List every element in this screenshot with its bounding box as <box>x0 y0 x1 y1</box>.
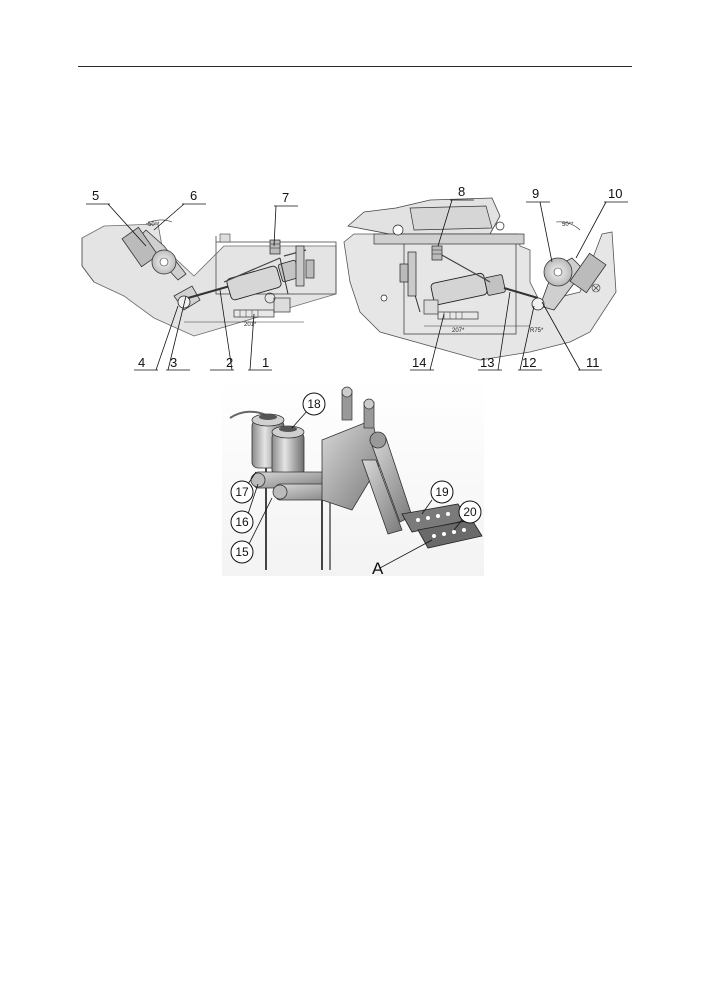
right-pedal-drawing: 50°* 207* R75* 8 9 10 14 13 12 11 <box>343 184 628 371</box>
pedal-arms <box>361 431 413 535</box>
bolt-group-upper <box>399 245 443 297</box>
circled-callout-19: 19 <box>430 480 454 504</box>
callout-15: 15 <box>235 545 249 559</box>
master-cylinder <box>430 272 506 306</box>
callout-3: 3 <box>170 355 177 370</box>
callout-17: 17 <box>235 485 249 499</box>
callout-5: 5 <box>92 188 99 203</box>
dimension-label: 201* <box>244 322 257 328</box>
callout-7: 7 <box>282 190 289 205</box>
callout-19: 19 <box>435 485 449 499</box>
callout-12: 12 <box>522 355 536 370</box>
callout-9: 9 <box>532 186 539 201</box>
callout-4: 4 <box>138 355 145 370</box>
reservoir-right <box>271 425 305 477</box>
pedal-pad-19 <box>401 503 469 533</box>
callout-10: 10 <box>608 186 622 201</box>
angle-label: 50°* <box>148 222 160 228</box>
circled-callout-20: 20 <box>458 500 482 524</box>
angle-label: 50°* <box>562 222 574 228</box>
pedal-assembly-photo: 18 17 16 15 19 20 A <box>222 380 484 576</box>
leader-lines <box>86 203 298 371</box>
callout-2: 2 <box>226 355 233 370</box>
callout-16: 16 <box>235 515 249 529</box>
callout-11: 11 <box>586 355 600 370</box>
left-pedal-drawing: 50°* 201* 5 6 7 4 3 2 1 <box>81 188 337 371</box>
callout-18: 18 <box>307 397 321 411</box>
callout-1: 1 <box>262 355 269 370</box>
callout-20: 20 <box>463 505 477 519</box>
lower-pivot <box>177 295 191 309</box>
circled-callout-16: 16 <box>230 510 254 534</box>
lower-pivot <box>531 297 545 311</box>
callout-8: 8 <box>458 184 465 199</box>
callout-14: 14 <box>412 355 426 370</box>
radius-label: R75* <box>530 328 544 334</box>
adjuster-rod <box>423 299 479 320</box>
bolt-group-upper <box>269 239 315 287</box>
circled-callout-17: 17 <box>230 480 254 504</box>
header-rule <box>78 66 632 67</box>
view-letter: A <box>372 559 384 576</box>
callout-6: 6 <box>190 188 197 203</box>
dimension-label: 207* <box>452 328 465 334</box>
circled-callout-15: 15 <box>230 540 254 564</box>
callout-13: 13 <box>480 355 494 370</box>
circled-callout-18: 18 <box>302 392 326 416</box>
leader-lines <box>410 199 628 371</box>
adjuster-rod <box>233 292 291 318</box>
top-fittings <box>341 386 375 429</box>
pedal-pad-20 <box>417 519 483 549</box>
leader-lines <box>247 409 463 569</box>
